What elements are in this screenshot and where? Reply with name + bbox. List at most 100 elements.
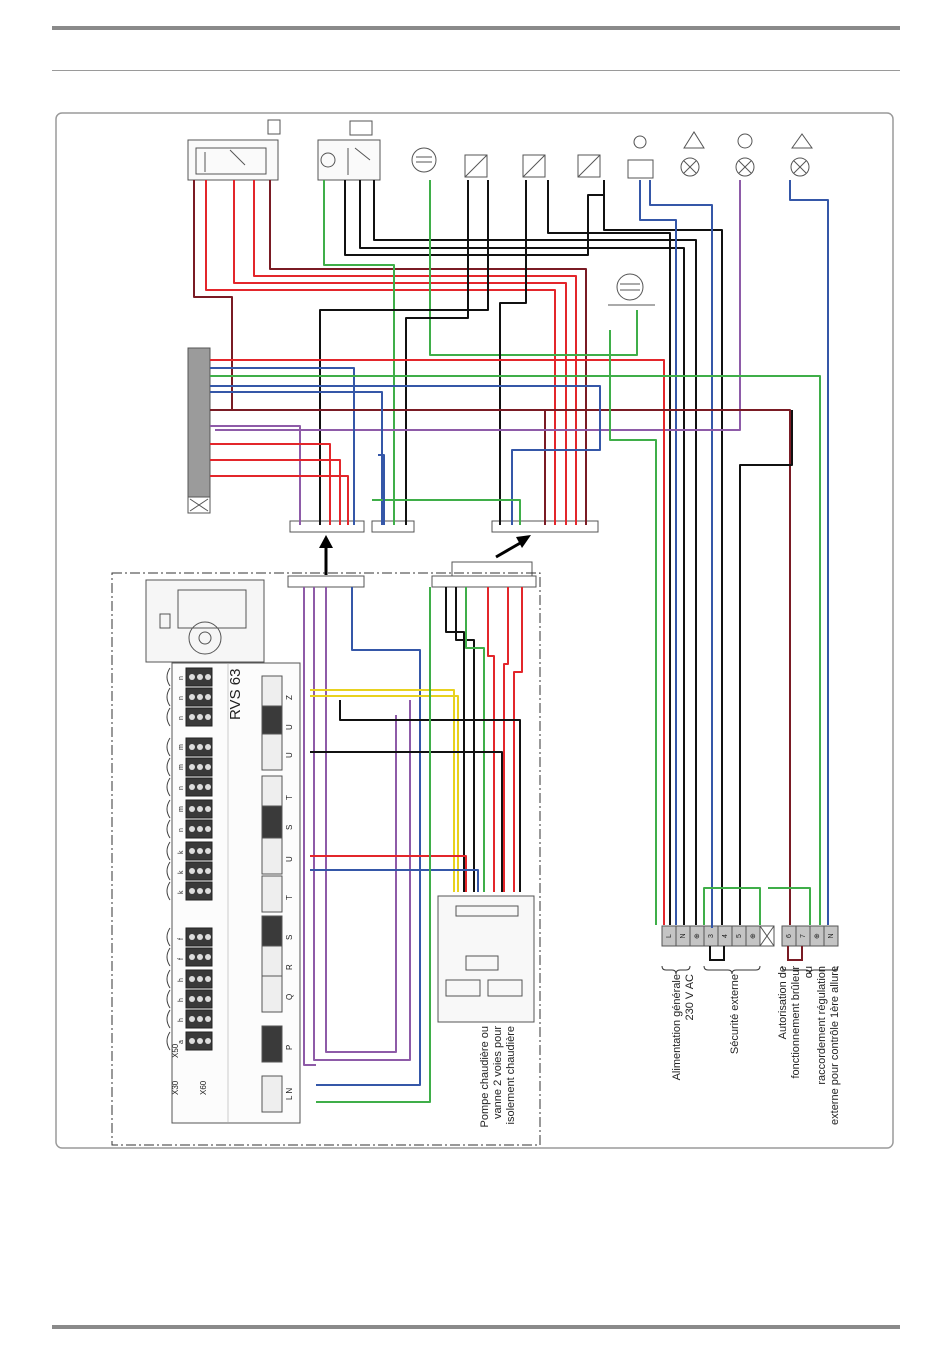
terminal-letter: k [178,890,185,894]
wire-darkred [193,180,546,525]
terminal-screw [205,976,211,982]
caption-line: fonctionnement brûleur [790,966,802,1079]
controller-slot [261,837,283,875]
terminal-screw [205,1038,211,1044]
terminal-letter: k [178,870,185,874]
mains-terminal-label: ⊕ [694,933,701,939]
display-module [145,579,265,663]
terminal-brace [166,969,171,989]
controller-slot-label: S [285,935,294,940]
terminal-screw [189,848,195,854]
controller-model-label: RVS 63 [227,669,244,720]
wire-red [310,855,467,892]
wire-green [609,330,657,925]
terminal-screw [205,848,211,854]
diagram-frame [55,112,894,1149]
terminal-letter: n [178,696,185,700]
controller-slot-label: L N [285,1088,294,1100]
terminal-screw [189,674,195,680]
controller-slot-label: U [285,856,294,862]
terminal-brace [166,687,171,707]
wire-black [547,180,671,925]
caption-line: vanne 2 voies pour [492,1026,504,1119]
x60-label: X60 [199,1080,208,1095]
terminal-letter: a [178,1040,185,1044]
terminal-brace [166,881,171,901]
terminal-screw [197,744,203,750]
controller-slot [261,1075,283,1113]
wire-black [603,180,723,925]
wire-red [487,587,495,892]
terminal-screw [197,694,203,700]
top-rule-thin [52,70,900,71]
wire-green [703,887,761,925]
caption-brace [781,965,839,975]
terminal-screw [189,888,195,894]
terminal-screw [197,714,203,720]
wire-yellow [310,695,459,892]
caption-line: raccordement régulation [816,966,828,1085]
terminal-brace [166,989,171,1009]
caption-line: Pompe chaudière ou [479,1026,491,1128]
mains-terminal-label: 5 [736,934,743,938]
terminal-screw [197,674,203,680]
terminal-letter: m [178,744,185,750]
terminal-screw [205,806,211,812]
wire-black [344,180,604,256]
terminal-letter: m [178,764,185,770]
wire-green [429,180,638,356]
probe-symbols [464,154,601,178]
mains-terminal-label: N [828,933,835,938]
wire-black [359,180,685,925]
terminal-screw [197,826,203,832]
terminal-screw [205,784,211,790]
terminal-screw [197,934,203,940]
x50-label: X50 [171,1043,180,1058]
terminal-screw [205,764,211,770]
mains-terminal-label: 6 [786,934,793,938]
terminal-screw [197,868,203,874]
wire-black [499,180,527,525]
controller-slot [261,875,283,913]
x30-label: X30 [171,1080,180,1095]
terminal-brace [166,777,171,797]
wire-red [210,475,349,525]
terminal-letter: n [178,828,185,832]
terminal-screw [189,784,195,790]
wire-black [373,180,697,925]
controller-slot [261,1025,283,1063]
wire-blue [649,180,713,928]
terminal-letter: f [178,958,185,960]
wire-purple [325,587,397,1053]
wire-red [205,180,556,525]
mains-terminal [823,925,839,947]
controller-slot-label: U [285,752,294,758]
terminal-screw [205,996,211,1002]
terminal-brace [166,841,171,861]
control-cabinet-border [111,572,541,1146]
terminal-screw [197,888,203,894]
controller-slot-label: U [285,724,294,730]
terminal-screw [189,806,195,812]
terminal-brace [166,799,171,819]
wire-black [310,751,503,892]
terminal-screw [205,714,211,720]
caption-line: ou [803,966,815,978]
wire-green [372,499,521,525]
wire-purple [303,587,316,1066]
wire-red [513,587,523,892]
terminal-letter: h [178,978,185,982]
terminal-screw [189,1038,195,1044]
wire-red [233,180,567,525]
terminal-screw [197,848,203,854]
terminal-brace [166,819,171,839]
caption-brace [661,965,691,975]
terminal-letter: h [178,1018,185,1022]
wire-blue [378,454,385,525]
valve-device [317,120,381,181]
mains-terminal-label: L [666,934,673,938]
terminal-letter: k [178,850,185,854]
terminal-letter: m [178,806,185,812]
terminal-brace [166,1031,171,1051]
